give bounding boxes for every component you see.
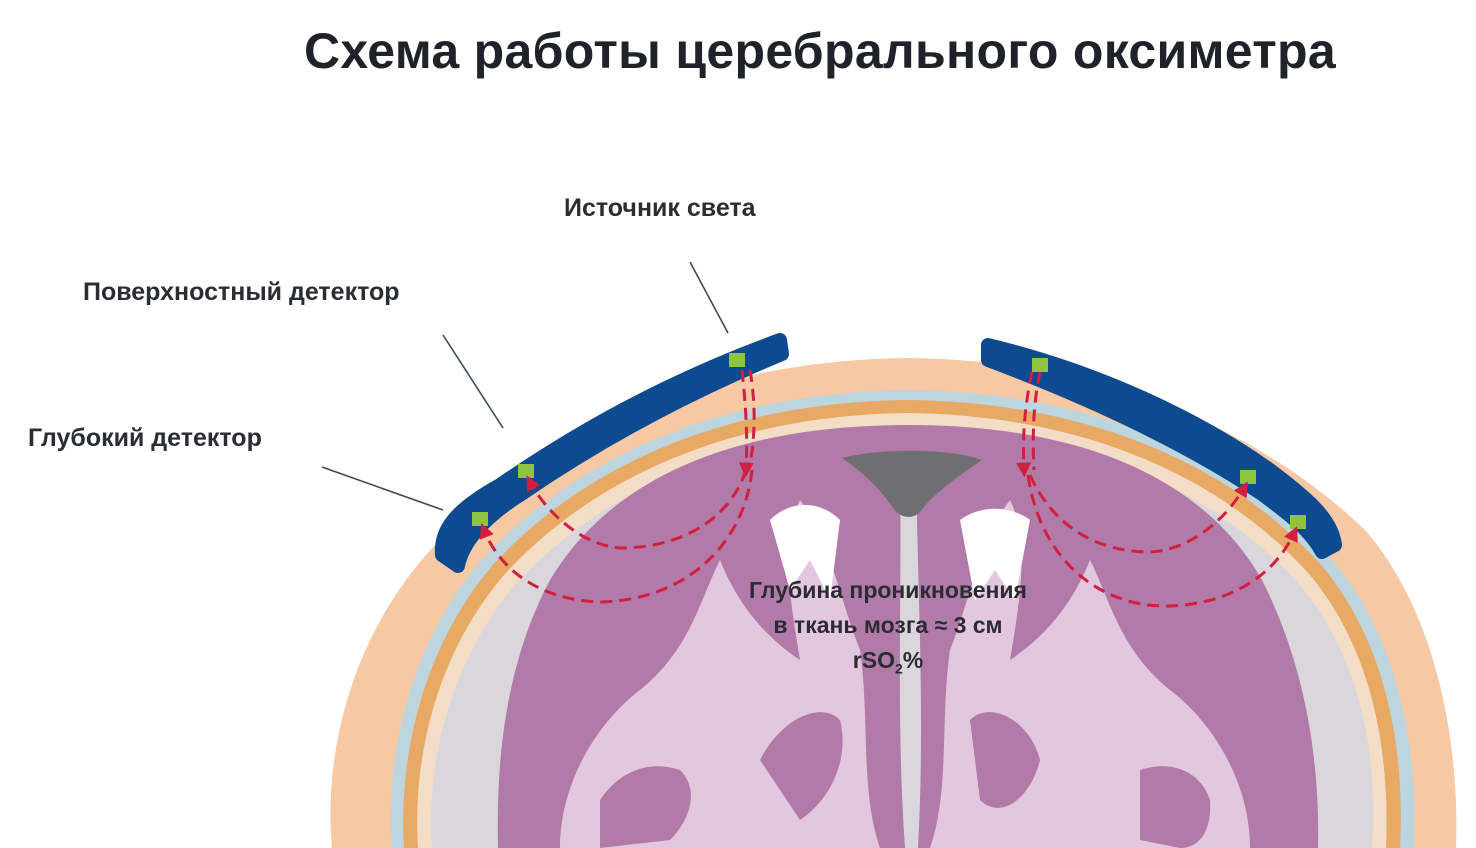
deep-detector-optode-left bbox=[472, 512, 488, 526]
leader-light-source bbox=[689, 261, 729, 334]
rso2-suffix: % bbox=[902, 647, 924, 673]
depth-line-2: в ткань мозга ≈ 3 см bbox=[773, 612, 1003, 638]
right-sensor-pad bbox=[981, 338, 1342, 559]
light-source-label: Источник света bbox=[564, 194, 756, 222]
surface-detector-label: Поверхностный детектор bbox=[83, 278, 400, 306]
surface-detector-optode-right bbox=[1240, 470, 1256, 484]
page-title: Схема работы церебрального оксиметра bbox=[304, 23, 1336, 79]
rso2-metric: rSO2% bbox=[700, 643, 1076, 687]
rso2-subscript: 2 bbox=[894, 660, 903, 677]
depth-line-1: Глубина проникновения bbox=[749, 577, 1027, 603]
ventricle-shape bbox=[842, 450, 982, 517]
light-source-optode-right bbox=[1032, 358, 1048, 372]
light-paths-right bbox=[1016, 371, 1298, 608]
leader-deep-detector bbox=[321, 466, 444, 511]
light-source-optode-left bbox=[729, 353, 745, 367]
penetration-depth-note: Глубина проникновения в ткань мозга ≈ 3 … bbox=[700, 573, 1076, 687]
left-sensor-pad bbox=[434, 333, 789, 573]
surface-detector-optode-left bbox=[518, 464, 534, 478]
deep-detector-label: Глубокий детектор bbox=[28, 424, 262, 452]
light-paths-left bbox=[479, 369, 756, 604]
deep-detector-optode-right bbox=[1290, 515, 1306, 529]
leader-surface-detector bbox=[442, 334, 504, 429]
rso2-main: rSO bbox=[852, 647, 895, 673]
